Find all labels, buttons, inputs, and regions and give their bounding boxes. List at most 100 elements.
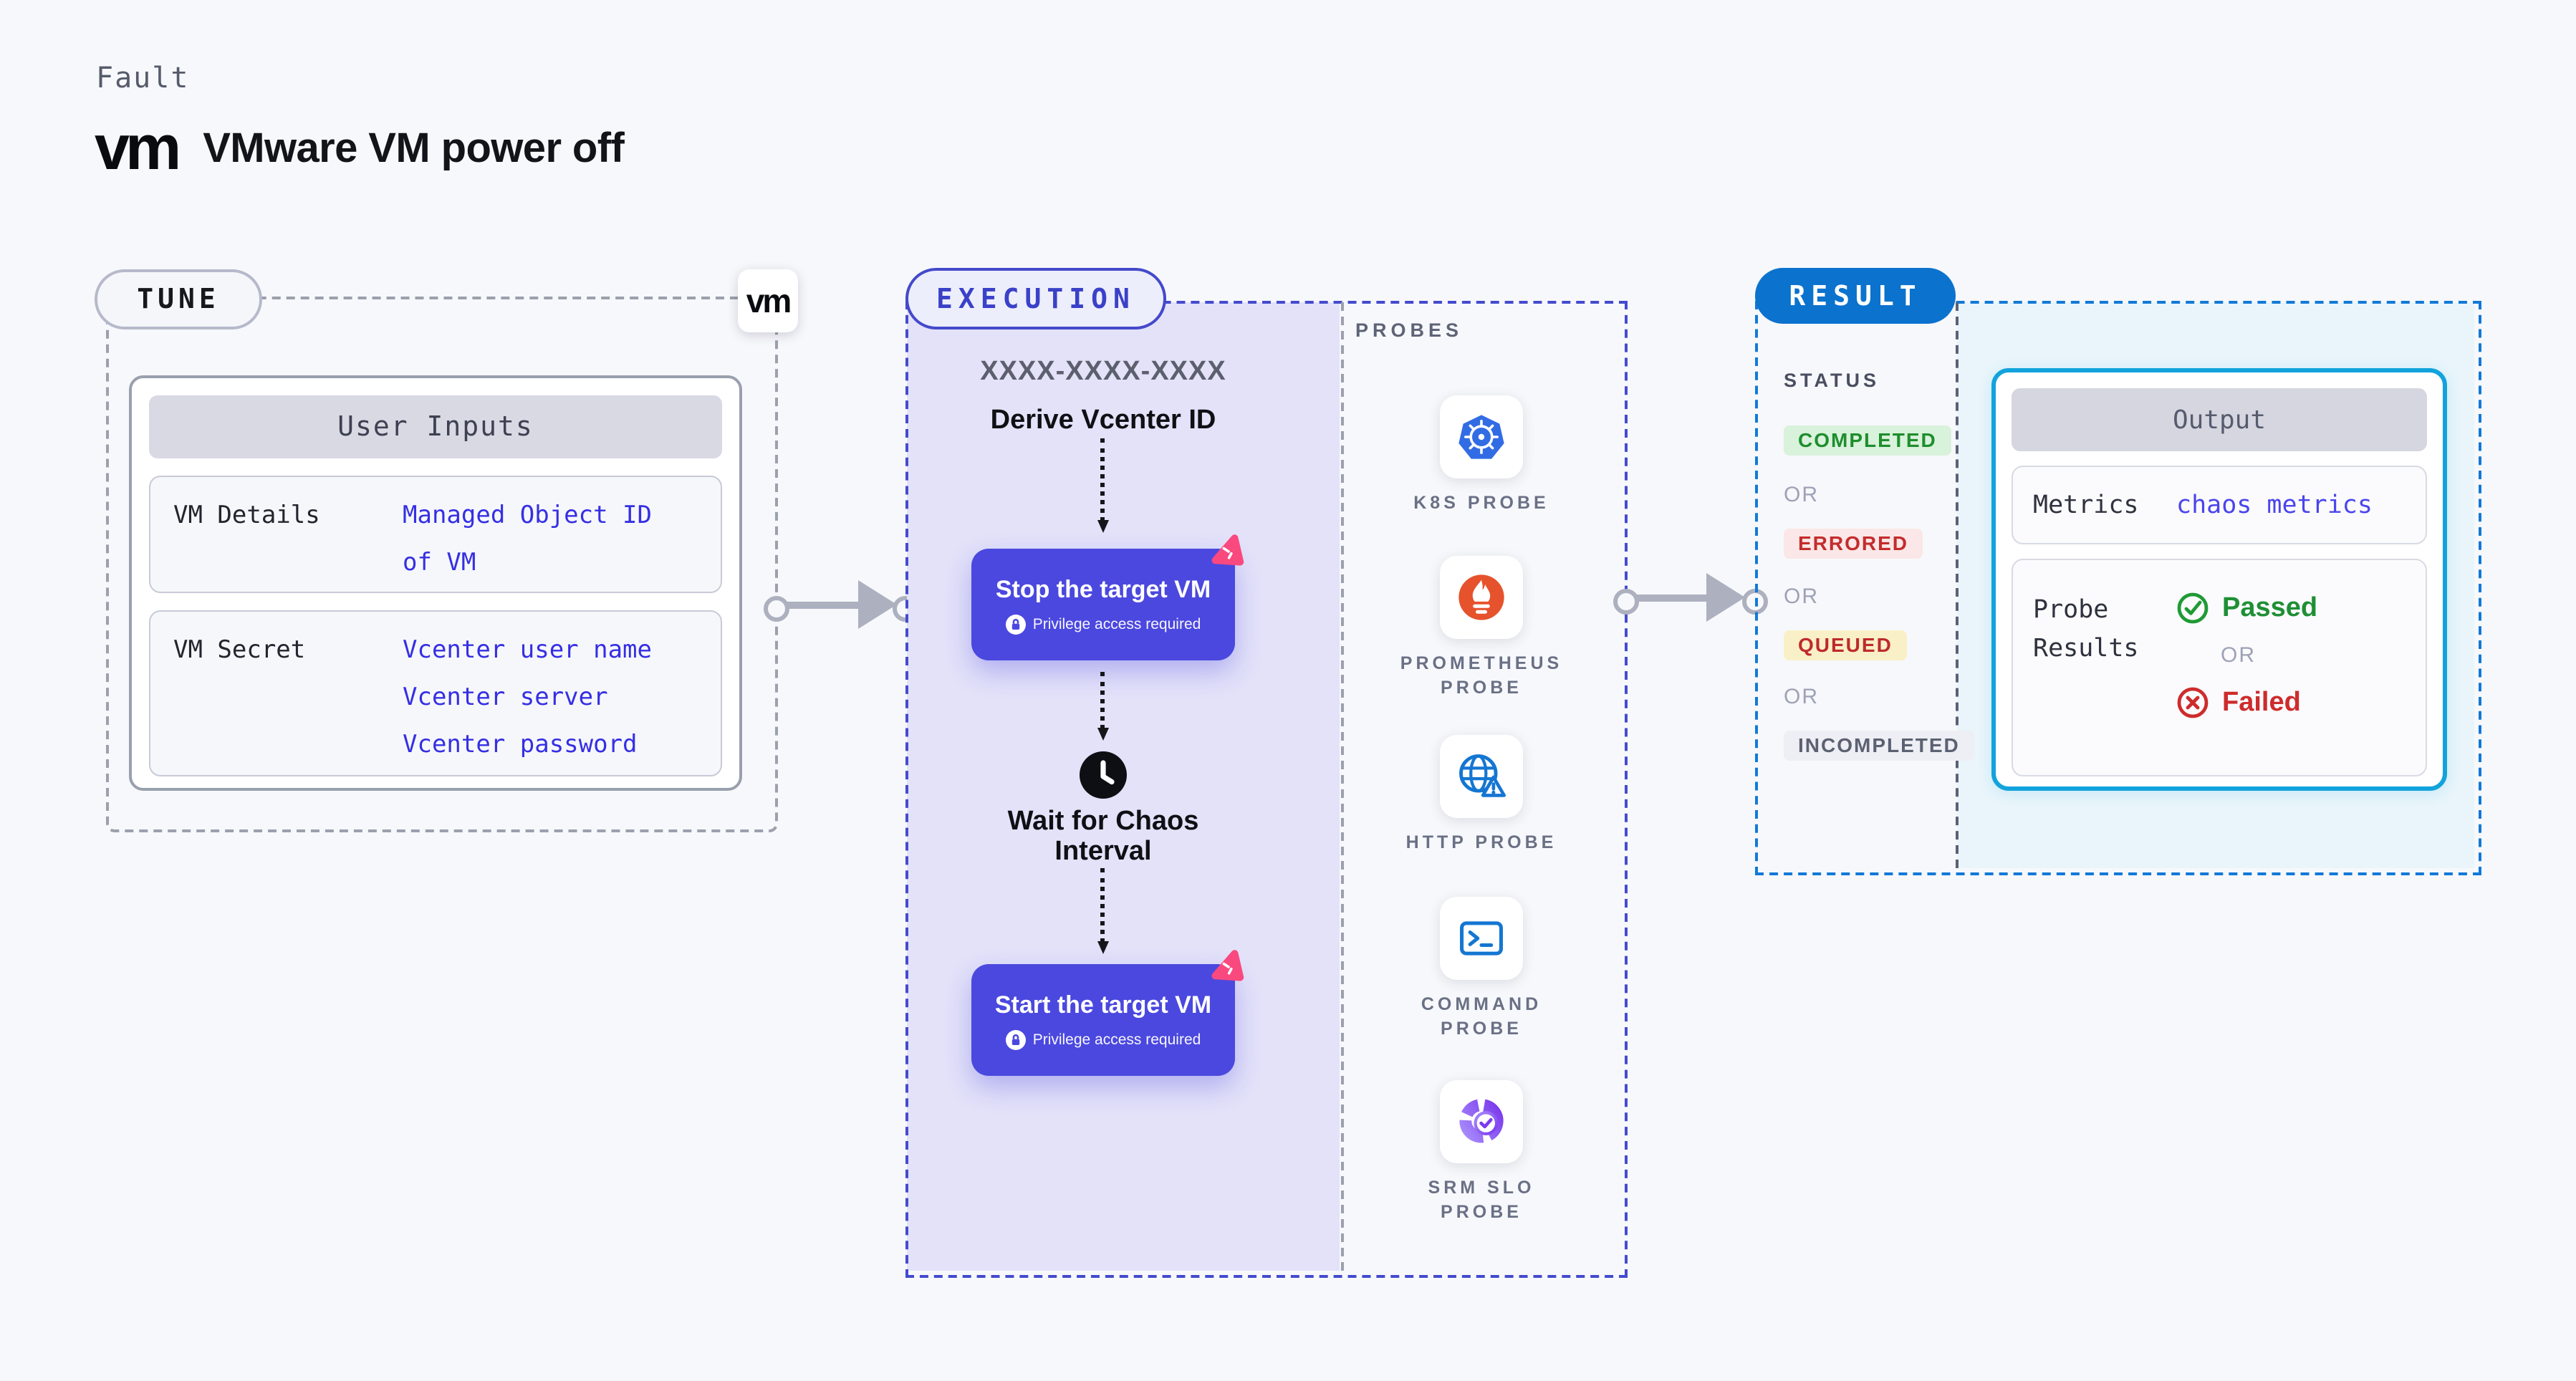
- or-separator: OR: [1784, 584, 1819, 609]
- vmware-badge-logo: vm: [746, 282, 792, 319]
- or-separator: OR: [2221, 643, 2256, 668]
- failed-row: Failed: [2176, 686, 2317, 719]
- user-inputs-header: User Inputs: [149, 395, 722, 458]
- derive-vcenter-id-step: Derive Vcenter ID: [990, 405, 1216, 436]
- flow-connector-arrow: [1097, 672, 1108, 741]
- vm-secret-value-line: Vcenter user name: [403, 636, 652, 665]
- vm-secret-value-line: Vcenter server: [403, 683, 608, 712]
- metrics-label: Metrics: [2033, 491, 2139, 519]
- vm-details-value-line: Managed Object ID: [403, 501, 652, 530]
- passed-label: Passed: [2222, 592, 2318, 622]
- probe-results-label: Probe Results: [2033, 592, 2176, 775]
- title-row: vm VMware VM power off: [95, 113, 625, 183]
- failed-label: Failed: [2222, 687, 2301, 717]
- status-badge-completed: COMPLETED: [1784, 425, 1951, 456]
- output-card: Output Metrics chaos metrics Probe Resul…: [1991, 368, 2447, 791]
- probe-item-k8s: K8S PROBE: [1367, 395, 1596, 516]
- probe-card: [1440, 897, 1523, 980]
- user-inputs-card: User Inputs VM Details Managed Object ID…: [129, 375, 742, 791]
- vm-secret-value-line: Vcenter password: [403, 731, 638, 759]
- metrics-value: chaos metrics: [2176, 491, 2373, 519]
- vm-details-values: Managed Object ID of VM: [403, 493, 652, 577]
- passed-row: Passed: [2176, 592, 2317, 625]
- tune-section-box: [106, 297, 778, 832]
- vm-details-label: VM Details: [173, 501, 320, 530]
- execution-section-box: [905, 301, 1628, 1278]
- vmware-logo: vm: [95, 113, 181, 183]
- vm-details-row: VM Details Managed Object ID of VM: [149, 476, 722, 593]
- terminal-icon: [1460, 921, 1503, 956]
- stop-target-vm-node: Stop the target VM Privilege access requ…: [971, 534, 1244, 660]
- arrow-head-icon: [858, 580, 897, 629]
- probe-card: [1440, 1080, 1523, 1163]
- probe-card: [1440, 735, 1523, 818]
- arrow-ring-icon: [764, 596, 789, 622]
- probes-section-label: PROBES: [1355, 319, 1464, 341]
- probe-item-srm-slo: SRM SLO PROBE: [1367, 1080, 1596, 1225]
- wait-clock-icon: [1080, 751, 1127, 799]
- metrics-row: Metrics chaos metrics: [2012, 466, 2427, 544]
- probe-results-values: Passed OR Failed: [2176, 592, 2317, 775]
- privilege-row: Privilege access required: [1005, 1029, 1201, 1049]
- x-circle-icon: [2177, 687, 2209, 718]
- slo-donut-icon: [1459, 1099, 1504, 1143]
- http-globe-icon: [1459, 754, 1506, 797]
- tune-pill: TUNE: [95, 269, 262, 329]
- chaos-flag-icon: [1211, 950, 1244, 981]
- execution-pill: EXECUTION: [905, 268, 1166, 329]
- privilege-label: Privilege access required: [1032, 615, 1201, 632]
- probe-label: PROBE: [1441, 1202, 1522, 1222]
- probe-label: HTTP PROBE: [1405, 832, 1557, 852]
- status-column: STATUS COMPLETED OR ERRORED OR QUEUED OR…: [1784, 370, 1974, 761]
- experiment-id-placeholder: XXXX-XXXX-XXXX: [980, 357, 1226, 387]
- probe-label: COMMAND: [1421, 994, 1542, 1014]
- fault-kicker: Fault: [96, 60, 190, 95]
- prometheus-icon: [1458, 574, 1504, 620]
- flow-connector-arrow: [1097, 868, 1108, 954]
- lock-icon: [1005, 614, 1026, 634]
- arrow-line: [1630, 595, 1709, 602]
- wait-chaos-label-line2: Interval: [1054, 837, 1152, 867]
- start-vm-title: Start the target VM: [994, 991, 1212, 1018]
- output-header: Output: [2012, 388, 2427, 451]
- or-separator: OR: [1784, 483, 1819, 507]
- check-circle-icon: [2177, 592, 2209, 624]
- flow-connector-arrow: [1097, 438, 1108, 533]
- chaos-flag-icon: [1211, 534, 1244, 566]
- page-title: VMware VM power off: [203, 125, 625, 171]
- vm-secret-values: Vcenter user name Vcenter server Vcenter…: [403, 627, 652, 759]
- arrow-line: [781, 602, 861, 609]
- probe-results-label-line: Results: [2033, 635, 2139, 663]
- start-target-vm-node: Start the target VM Privilege access req…: [971, 950, 1244, 1076]
- vmware-badge-card: vm: [738, 269, 798, 332]
- probe-label: SRM SLO: [1428, 1178, 1535, 1198]
- status-label: STATUS: [1784, 370, 1880, 391]
- status-badge-queued: QUEUED: [1784, 630, 1907, 660]
- or-separator: OR: [1784, 685, 1819, 709]
- probe-label: PROMETHEUS: [1400, 653, 1563, 673]
- vm-secret-label: VM Secret: [173, 636, 306, 665]
- status-badge-incompleted: INCOMPLETED: [1784, 731, 1974, 761]
- probe-results-label-line: Probe: [2033, 596, 2109, 625]
- result-status-divider: [1956, 302, 1959, 868]
- probe-card: [1440, 556, 1523, 639]
- kubernetes-icon: [1458, 415, 1504, 459]
- vm-details-value-line: of VM: [403, 549, 476, 577]
- result-section-box: [1755, 301, 2481, 875]
- probe-label: K8S PROBE: [1413, 493, 1549, 513]
- vm-secret-row: VM Secret Vcenter user name Vcenter serv…: [149, 610, 722, 776]
- lock-icon: [1005, 1029, 1026, 1049]
- probe-card: [1440, 395, 1523, 478]
- arrow-head-icon: [1706, 573, 1745, 622]
- privilege-label: Privilege access required: [1032, 1031, 1201, 1048]
- stop-vm-title: Stop the target VM: [995, 575, 1211, 602]
- status-badge-errored: ERRORED: [1784, 529, 1923, 559]
- privilege-row: Privilege access required: [1005, 614, 1201, 634]
- execution-probes-divider: [1341, 302, 1344, 1271]
- arrow-ring-icon: [1613, 589, 1639, 615]
- wait-chaos-label-line1: Wait for Chaos: [1007, 807, 1199, 837]
- result-pill: RESULT: [1755, 268, 1956, 324]
- probe-results-row: Probe Results Passed OR Fai: [2012, 559, 2427, 776]
